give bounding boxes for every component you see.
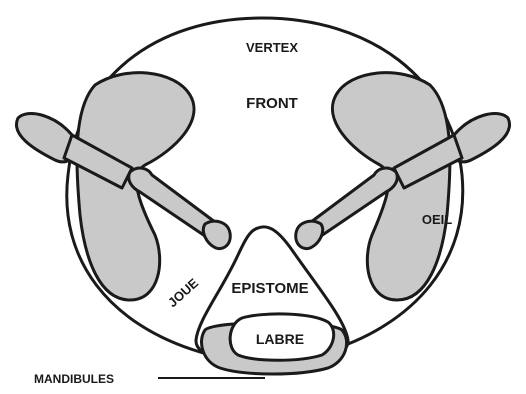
label-oeil: OEIL <box>422 212 452 227</box>
label-labre: LABRE <box>256 331 304 347</box>
label-epistome: EPISTOME <box>231 280 308 297</box>
label-front: FRONT <box>246 95 298 112</box>
label-mandibules: MANDIBULES <box>34 372 114 386</box>
label-vertex: VERTEX <box>246 40 298 55</box>
